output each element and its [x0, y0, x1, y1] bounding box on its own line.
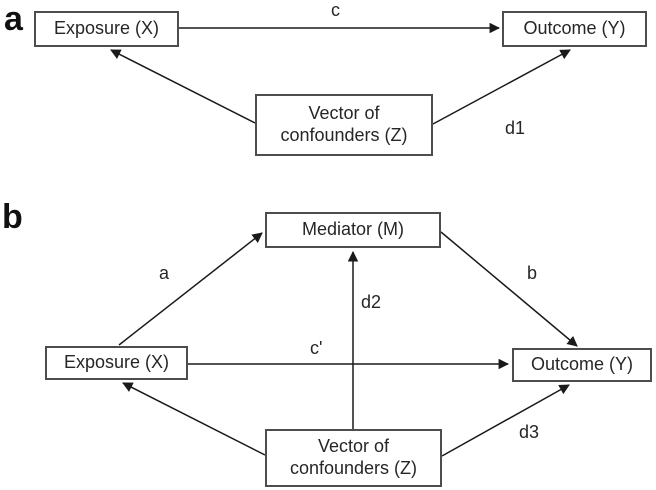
arrow-a-d1-confounders-to-outcome: [432, 49, 571, 125]
node-mediator-panel-b: Mediator (M): [265, 212, 441, 248]
panel-a-label: a: [4, 0, 23, 38]
panel-b-label: b: [2, 198, 23, 236]
edge-label-a: a: [159, 263, 170, 283]
arrow-b-d3-confounders-to-outcome: [441, 384, 570, 457]
edge-label-d3: d3: [519, 422, 540, 442]
arrow-b-confounders-to-exposure: [122, 382, 266, 456]
node-outcome-panel-b: Outcome (Y): [512, 348, 652, 382]
arrow-b-b-mediator-to-outcome: [440, 231, 578, 347]
edge-label-b: b: [527, 263, 538, 283]
node-exposure-panel-a: Exposure (X): [34, 11, 179, 47]
edge-label-c: c: [331, 0, 340, 20]
node-confounders-panel-a: Vector of confounders (Z): [255, 94, 433, 156]
edge-label-c-prime: c': [310, 338, 323, 358]
arrow-a-confounders-to-exposure: [110, 49, 256, 124]
node-outcome-panel-a: Outcome (Y): [502, 11, 647, 47]
edge-label-d2: d2: [361, 292, 382, 312]
node-exposure-panel-b: Exposure (X): [45, 346, 188, 380]
node-confounders-panel-b: Vector of confounders (Z): [265, 429, 442, 487]
arrow-b-a-exposure-to-mediator: [118, 232, 263, 346]
edge-label-d1: d1: [505, 118, 526, 138]
